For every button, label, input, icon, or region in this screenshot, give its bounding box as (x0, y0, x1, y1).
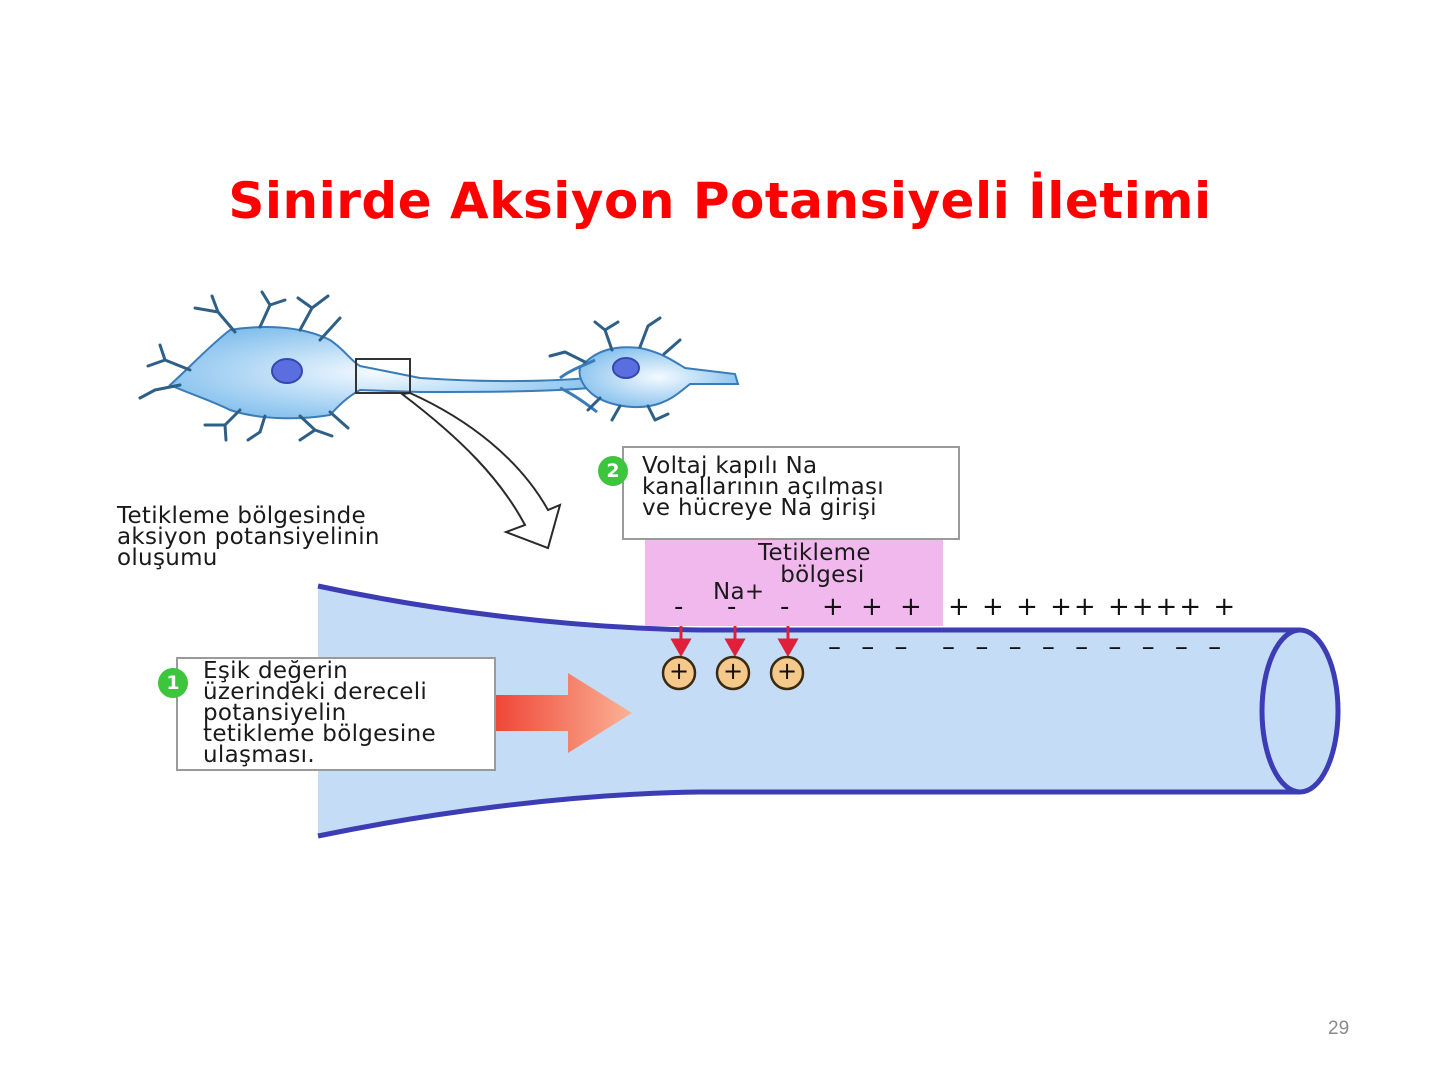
na-ion-icon (661, 655, 697, 691)
step2-text: Voltaj kapılı Na kanallarının açılması v… (642, 453, 884, 521)
charge-minus: - (780, 592, 790, 622)
na-influx-arrows (670, 615, 799, 658)
magnifier-box (355, 358, 411, 394)
trigger-zone-label-line: Tetikleme (758, 540, 871, 566)
step1-line: Eşik değerin (203, 658, 349, 684)
na-ion-icon (769, 655, 805, 691)
neuron-left-icon (138, 290, 591, 442)
neuron-right-icon (548, 316, 740, 422)
outside-charges-rest: + + + ++ ++++ + (948, 592, 1238, 622)
na-ion-icon (715, 655, 751, 691)
graded-potential-arrow-icon (480, 673, 632, 753)
step2-line: kanallarının açılması (642, 474, 884, 500)
caption-line: oluşumu (117, 545, 218, 571)
charge-plus: + (861, 592, 883, 622)
step1-line: ulaşması. (203, 742, 315, 768)
charge-plus: + (900, 592, 922, 622)
page-number: 29 (1328, 1018, 1350, 1039)
step1-text: Eşik değerin üzerindeki dereceli potansi… (203, 658, 436, 768)
na-ions (661, 655, 805, 691)
step1-line: üzerindeki dereceli (203, 679, 428, 705)
step1-line: tetikleme bölgesine (203, 721, 436, 747)
axon-tube (317, 583, 1341, 839)
trigger-zone-label-line: bölgesi (780, 562, 865, 588)
step2-badge: 2 (598, 456, 628, 486)
trigger-zone-label: Tetikleme bölgesi (758, 540, 871, 588)
charge-minus: - (674, 592, 684, 622)
charge-minus: - (727, 592, 737, 622)
step2-line: ve hücreye Na girişi (642, 495, 877, 521)
step2-line: Voltaj kapılı Na (642, 453, 818, 479)
step1-line: potansiyelin (203, 700, 347, 726)
trigger-zone-caption: Tetikleme bölgesinde aksiyon potansiyeli… (117, 503, 380, 571)
charge-plus: + (822, 592, 844, 622)
ion-plus: + (669, 657, 690, 685)
zoom-arrow-icon (399, 391, 562, 550)
step2-box (622, 446, 960, 540)
slide-title: Sinirde Aksiyon Potansiyeli İletimi (228, 172, 1212, 230)
na-ion-label: Na+ (713, 579, 765, 605)
caption-line: Tetikleme bölgesinde (117, 503, 366, 529)
ion-plus: + (723, 657, 744, 685)
inside-charges-rest: – – – – – – – – – – – – (828, 632, 1228, 662)
step1-box (176, 657, 496, 771)
step1-badge: 1 (158, 668, 188, 698)
caption-line: aksiyon potansiyelinin (117, 524, 380, 550)
ion-plus: + (777, 657, 798, 685)
trigger-zone (645, 538, 943, 626)
